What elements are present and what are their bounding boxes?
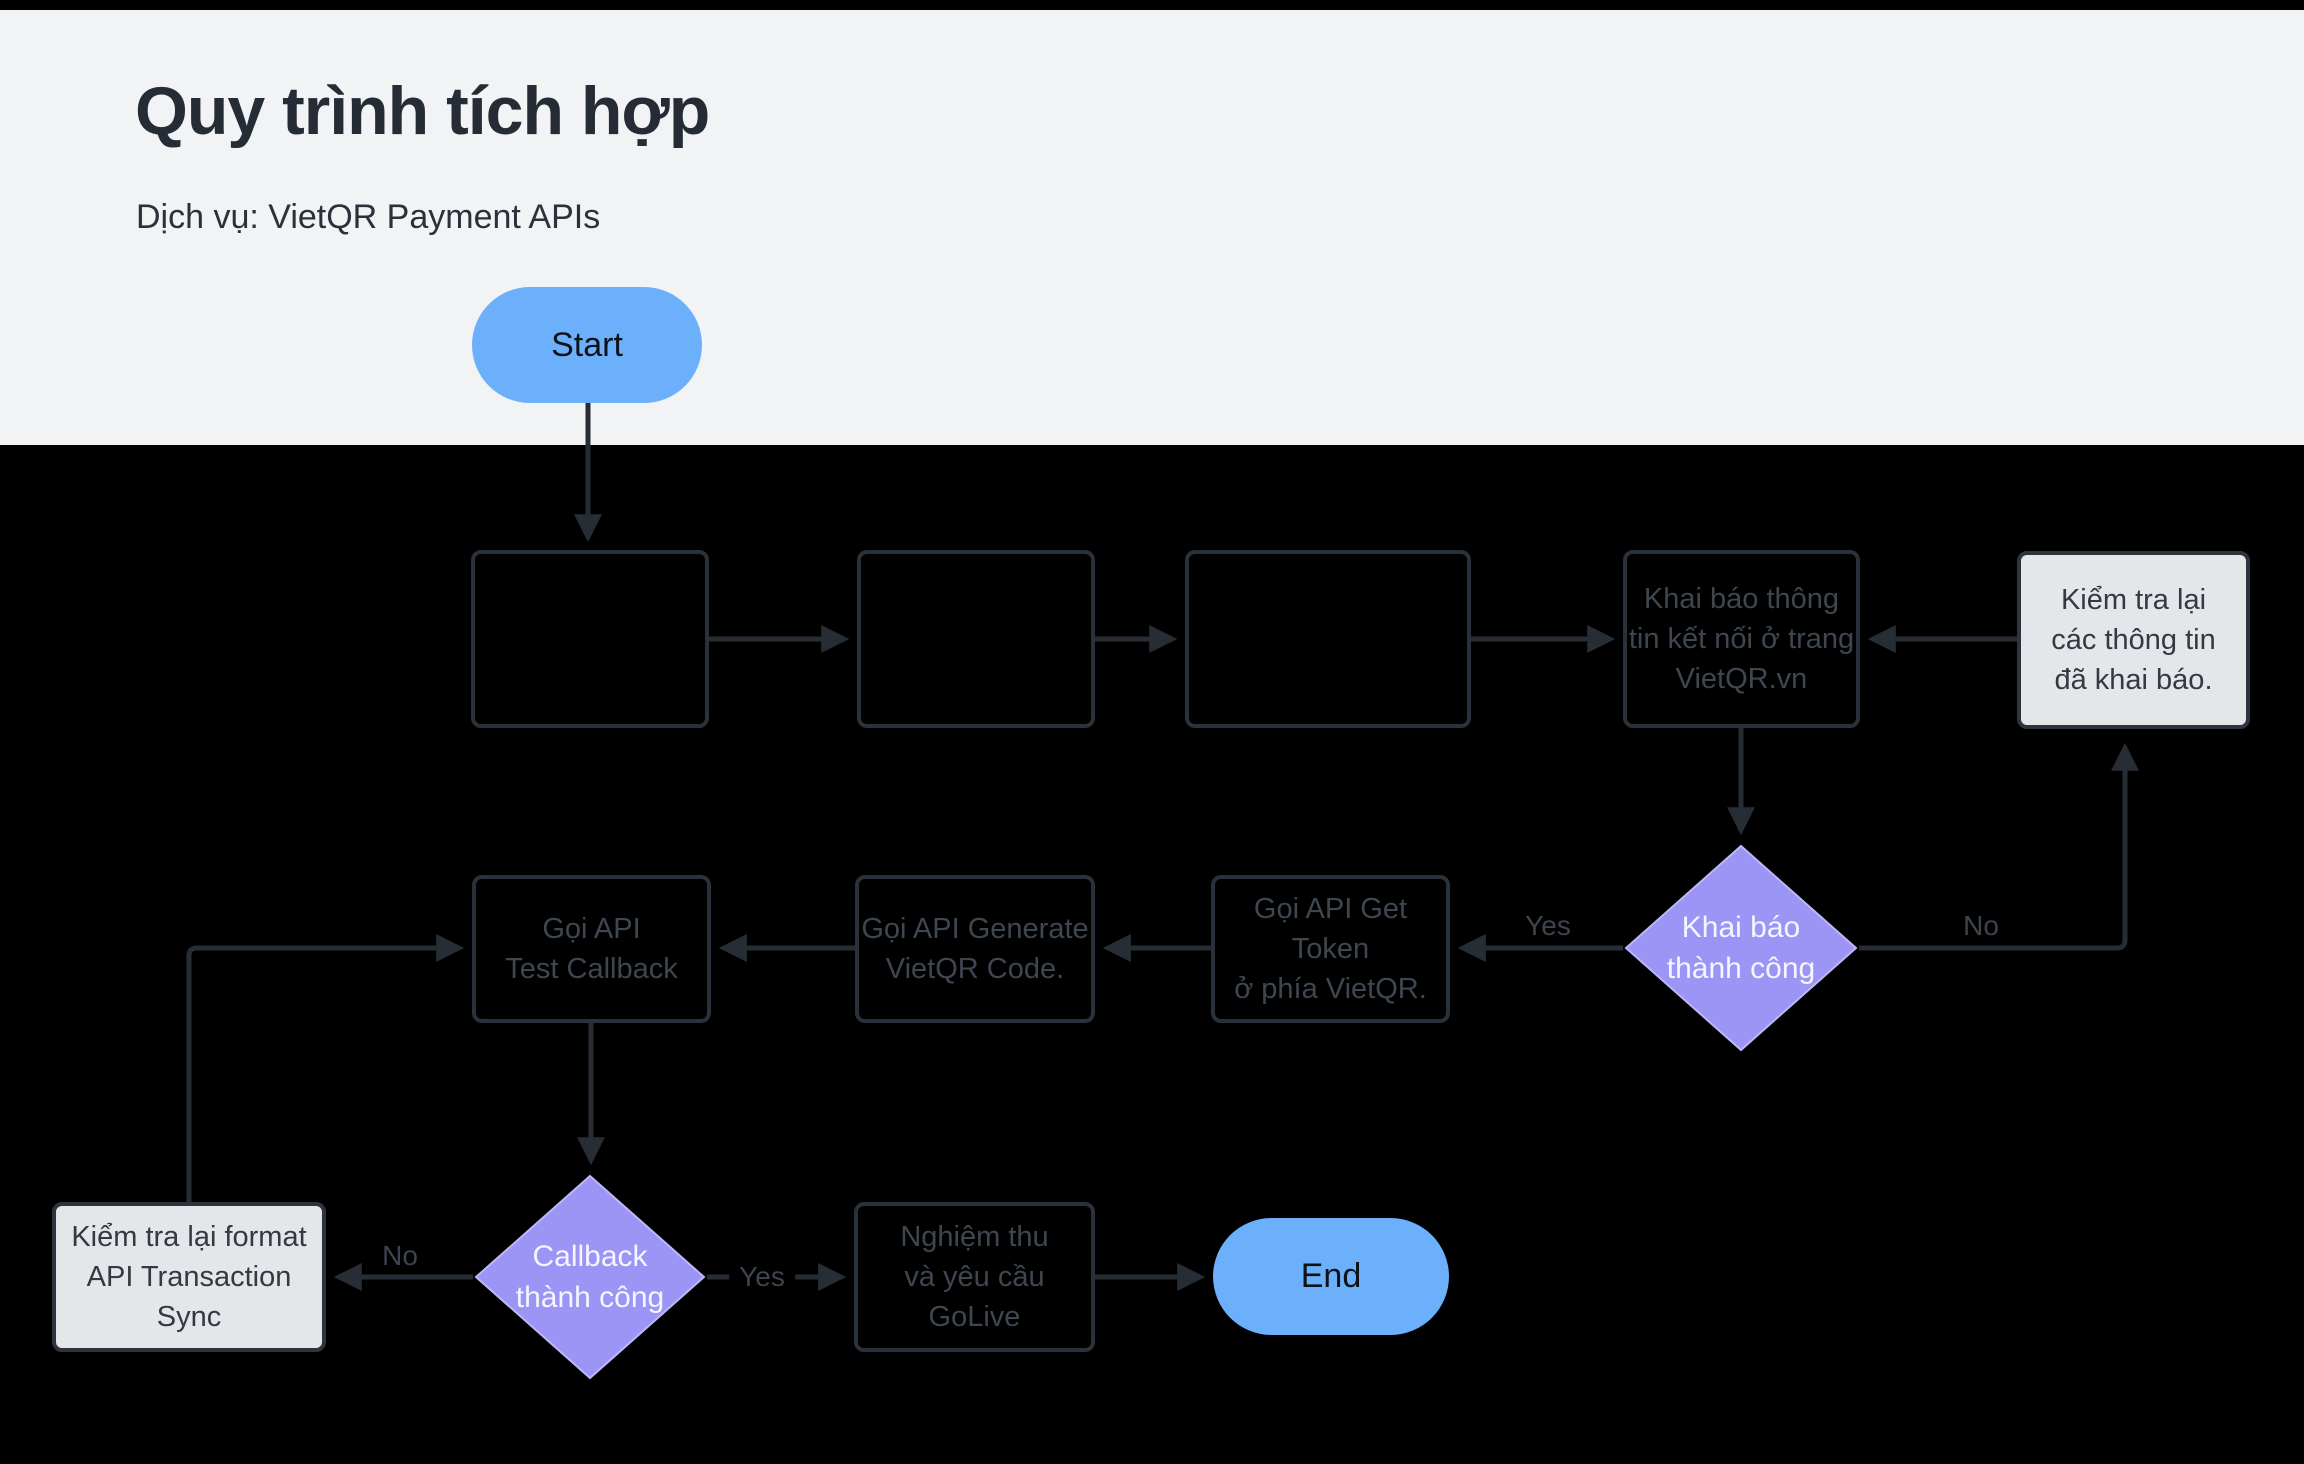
get-token-box: Gọi API Get Token ở phía VietQR. [1211, 875, 1450, 1023]
step1-box [471, 550, 709, 728]
generate-code-box: Gọi API Generate VietQR Code. [855, 875, 1095, 1023]
decision-declare-label: Khai báo thành công [1666, 910, 1816, 985]
edge-label-declare-yes: Yes [1525, 910, 1571, 941]
decision-callback-label: Callback thành công [515, 1239, 665, 1314]
end-node: End [1213, 1218, 1449, 1335]
check-declared-info-box: Kiểm tra lại các thông tin đã khai báo. [2017, 551, 2250, 729]
page-title: Quy trình tích hợp [135, 73, 710, 149]
edge-label-callback-yes: Yes [729, 1261, 795, 1293]
edge-decision-declare-no [1859, 742, 2139, 951]
decision-declare-diamond: Khai báo thành công [1623, 843, 1859, 1053]
header-background [0, 10, 2304, 445]
step3-box [1185, 550, 1471, 728]
diamond-shape [1624, 844, 1858, 1052]
start-node: Start [472, 287, 702, 403]
check-format-box: Kiểm tra lại format API Transaction Sync [52, 1202, 326, 1352]
edge-label-callback-no: No [382, 1240, 418, 1271]
step2-box [857, 550, 1095, 728]
diamond-shape [474, 1174, 706, 1380]
decision-callback-diamond: Callback thành công [473, 1173, 707, 1381]
page-subtitle: Dịch vụ: VietQR Payment APIs [136, 198, 601, 236]
edge-check-format-test-callback [186, 934, 465, 1202]
edge-label-declare-no: No [1963, 910, 1999, 941]
declare-info-box: Khai báo thông tin kết nối ở trang VietQ… [1623, 550, 1860, 728]
acceptance-golive-box: Nghiệm thu và yêu cầu GoLive [854, 1202, 1095, 1352]
test-callback-box: Gọi API Test Callback [472, 875, 711, 1023]
